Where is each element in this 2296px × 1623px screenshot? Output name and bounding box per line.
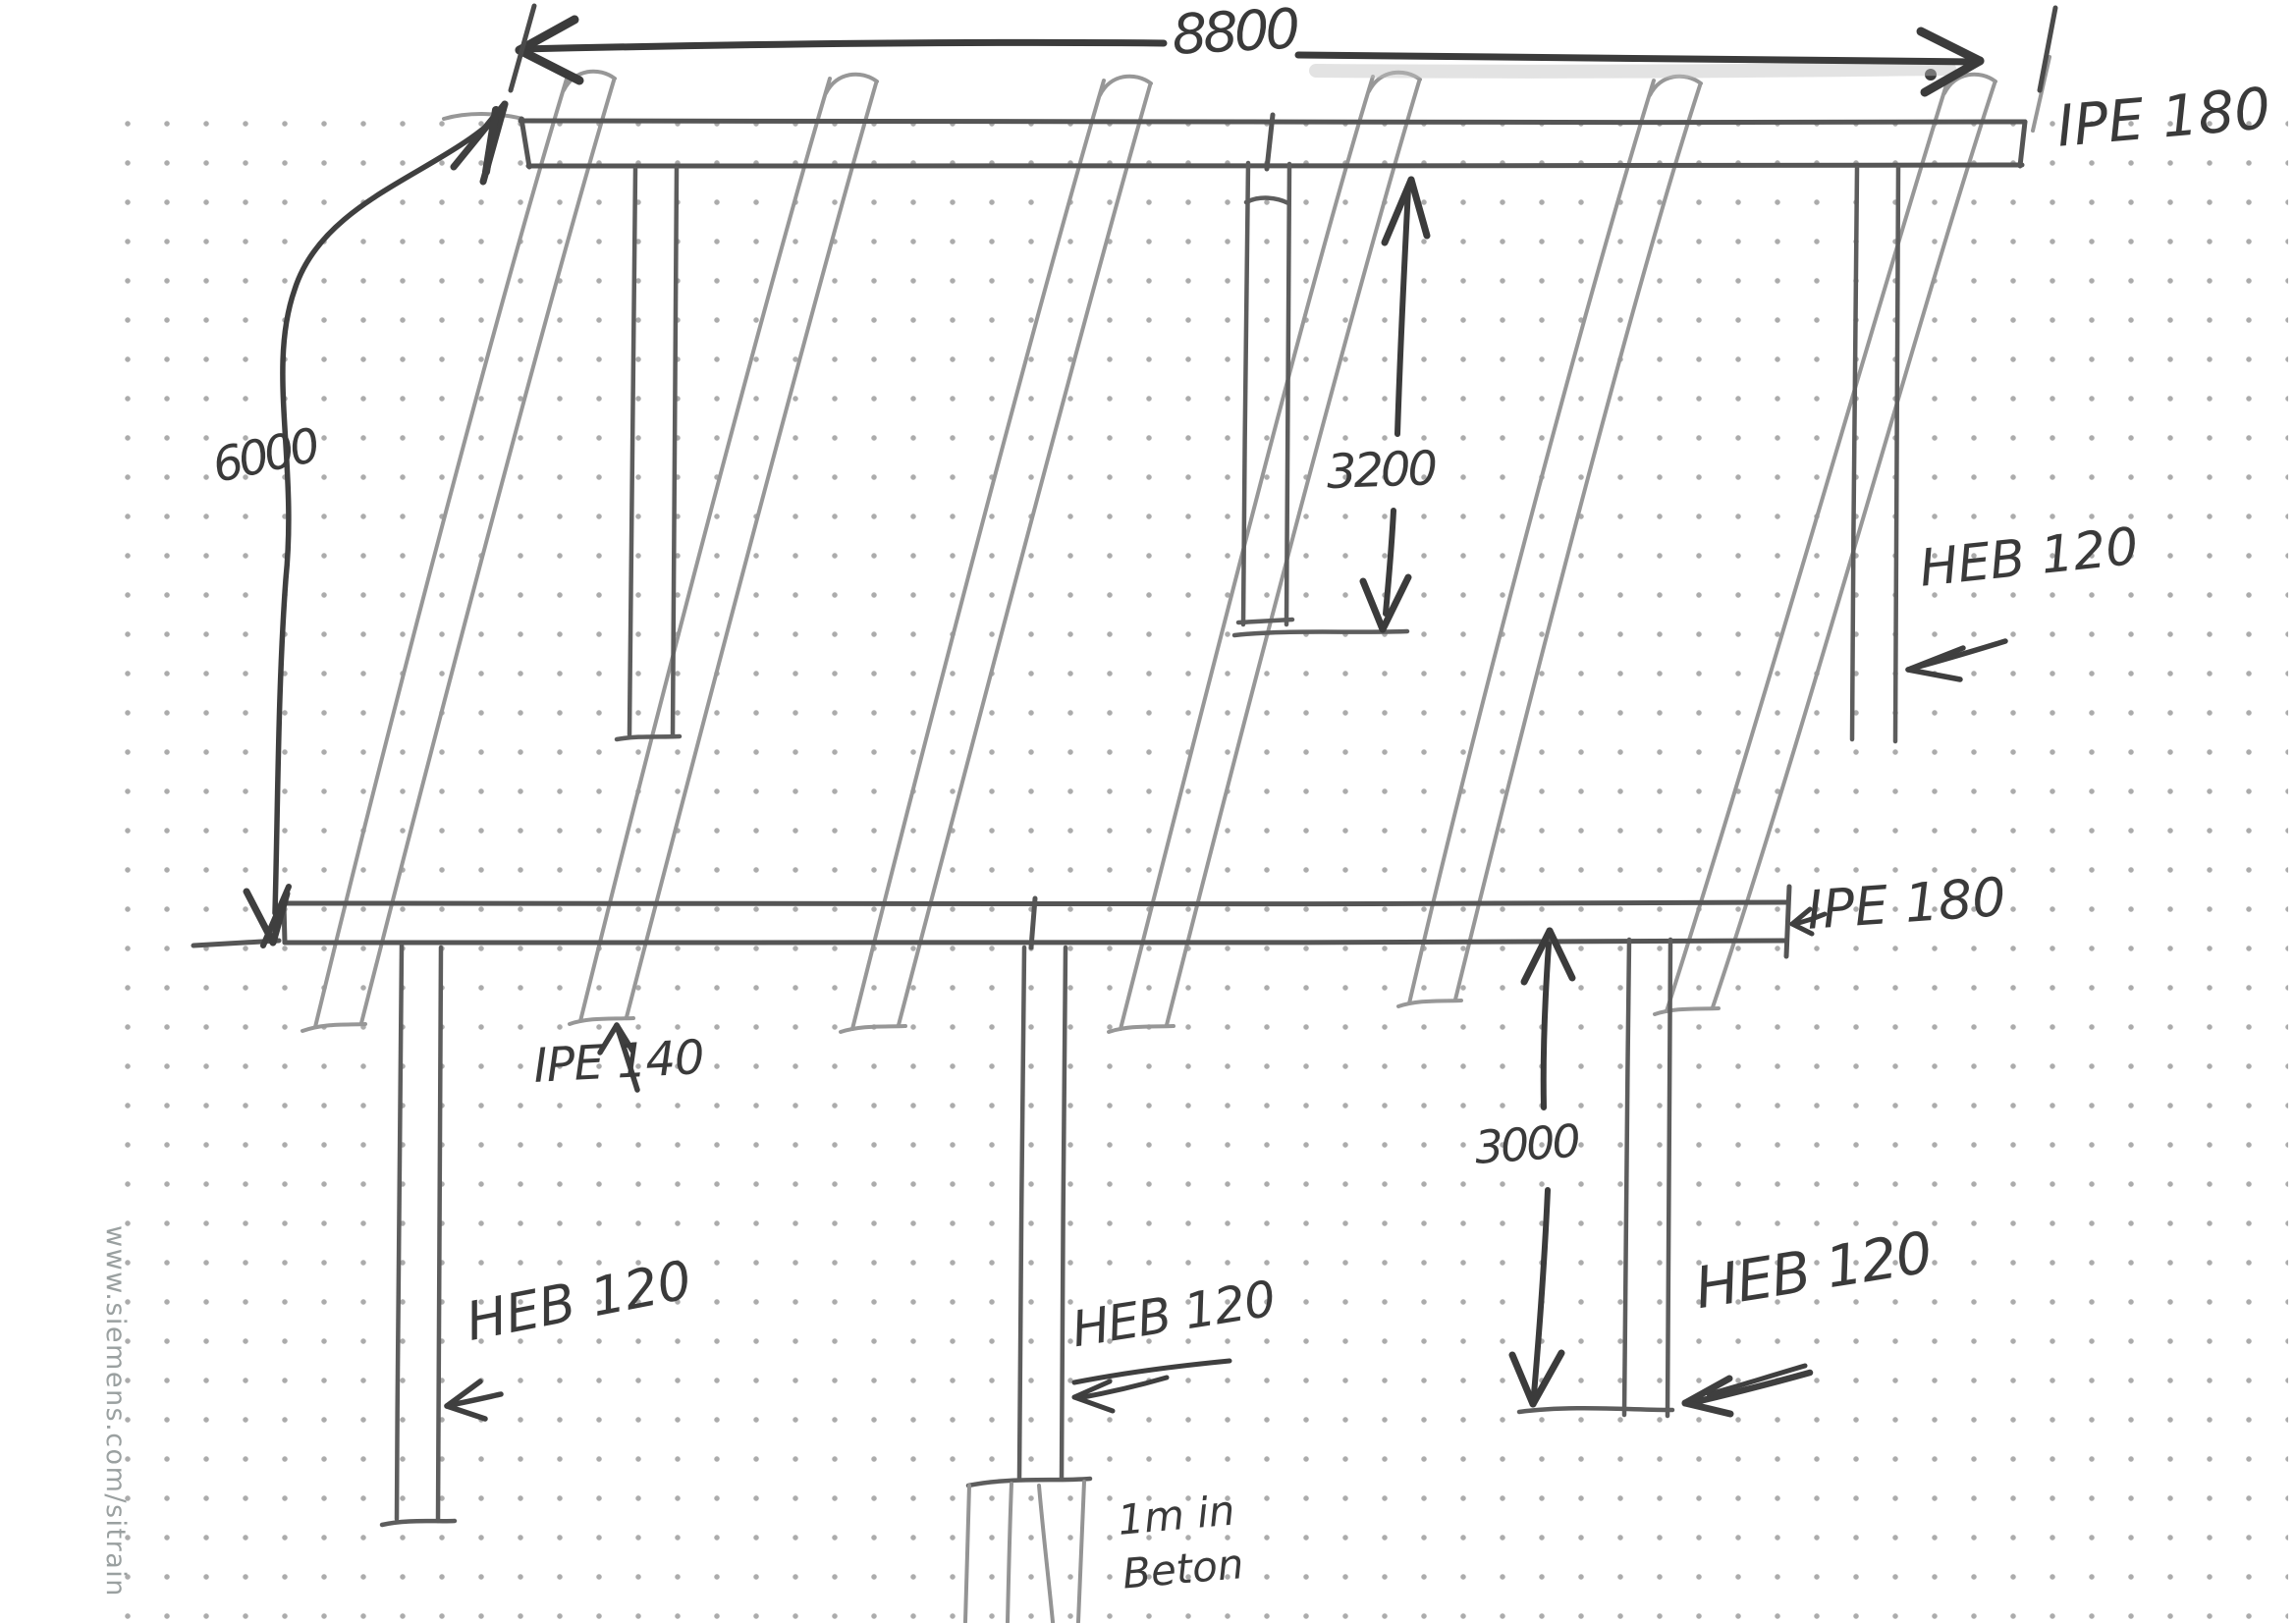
dim-label-3200: 3200 xyxy=(1325,441,1436,500)
column-front-center-foundation xyxy=(963,1480,1086,1623)
siemens-watermark: www.siemens.com/sitrain xyxy=(100,1225,131,1597)
note-foundation: 1m in Beton xyxy=(1116,1484,1245,1601)
pointer-arrow-heb120-top-right xyxy=(1905,638,2008,682)
pointer-arrow-ipe180-mid xyxy=(1789,906,1828,937)
dim-arrow-3000 xyxy=(1508,927,1576,1408)
label-ipe180-mid: IPE 180 xyxy=(1804,865,2008,942)
dim-label-3000: 3000 xyxy=(1472,1113,1580,1174)
column-front-right xyxy=(1516,937,1675,1419)
dim-arrow-3200 xyxy=(1359,176,1431,633)
pointer-arrow-ipe140 xyxy=(597,1022,640,1093)
top-beam-ipe180 xyxy=(518,112,2028,172)
pen-blob xyxy=(1925,69,1937,81)
rafters-ipe140 xyxy=(301,55,2051,1034)
column-back-left xyxy=(614,165,683,742)
dot-grid-paper xyxy=(108,104,2288,1620)
pointer-arrow-heb120-left xyxy=(444,1379,504,1422)
note-foundation-line2: Beton xyxy=(1120,1539,1246,1598)
dim-arrow-6000 xyxy=(243,100,509,948)
dim-arrow-8800 xyxy=(508,3,2058,97)
column-back-right xyxy=(1849,164,1901,744)
pointer-arrow-heb120-center xyxy=(1071,1358,1232,1414)
pointer-arrow-heb120-right xyxy=(1681,1363,1814,1418)
label-ipe140: IPE 140 xyxy=(531,1029,705,1094)
column-back-middle xyxy=(1231,160,1410,638)
dim-label-8800: 8800 xyxy=(1170,0,1298,68)
column-front-left xyxy=(379,943,458,1528)
column-front-center xyxy=(965,945,1093,1488)
